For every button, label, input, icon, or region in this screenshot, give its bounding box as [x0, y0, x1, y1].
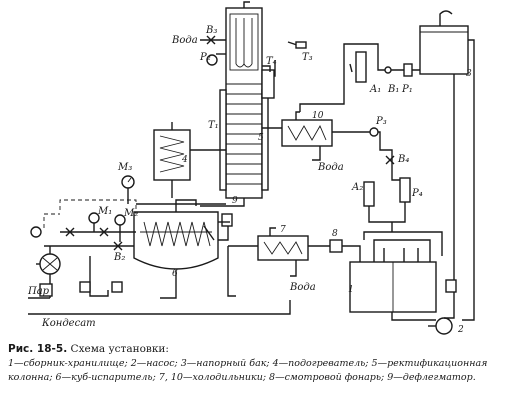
pump [428, 279, 457, 335]
label-voda-cooler7: Вода [289, 282, 316, 293]
sight-glass [329, 239, 343, 253]
caption-fig-number: Рис. 18-5. [8, 343, 68, 355]
label-4: 4 [181, 155, 188, 165]
label-9: 9 [232, 196, 238, 206]
label-p2: P₂ [199, 52, 211, 63]
diagram-labels: Вода Вода Вода Пар Кондесат B₃ P₂ T₃ T₄ … [27, 25, 472, 335]
label-voda-cooler10: Вода [317, 162, 344, 173]
rectification-column [200, 1, 269, 207]
label-t3: T₃ [302, 52, 313, 63]
caption-title: Рис. 18-5. Схема установки: [8, 342, 514, 356]
label-b3: B₃ [205, 25, 217, 36]
pressure-line [453, 59, 462, 280]
cooler-10 [262, 111, 360, 161]
distillate-line [360, 127, 411, 232]
label-p4: P₄ [411, 188, 423, 199]
label-t4: T₄ [266, 56, 277, 67]
label-a1: A₁ [369, 84, 381, 95]
label-1: 1 [348, 285, 354, 295]
label-b4: B₄ [397, 154, 409, 165]
label-voda-top: Вода [171, 35, 198, 46]
label-m2: M₂ [123, 208, 138, 219]
installation-scheme-diagram: Вода Вода Вода Пар Кондесат B₃ P₂ T₃ T₄ … [27, 1, 475, 335]
still-evaporator [133, 199, 233, 278]
label-m3: M₃ [117, 162, 132, 173]
steam-trap [28, 246, 123, 299]
water-inlet-line [200, 35, 276, 99]
label-par: Пар [27, 286, 50, 297]
head-tank [400, 10, 469, 75]
steam-piping [30, 199, 137, 251]
label-p3: P₃ [375, 116, 387, 127]
label-5: 5 [258, 133, 264, 143]
label-b1: B₁ [387, 84, 399, 95]
label-a2: A₂ [351, 182, 363, 193]
label-8: 8 [332, 229, 338, 239]
thermometer-t3 [287, 41, 307, 49]
label-m1: M₁ [97, 206, 112, 217]
caption-title-text: Схема установки: [70, 343, 169, 355]
feed-line [299, 43, 413, 112]
caption-legend: 1—сборник-хранилище; 2—насос; 3—напорный… [8, 358, 488, 383]
label-3: 3 [466, 69, 472, 79]
label-p1: P₁ [401, 84, 413, 95]
label-6: 6 [172, 269, 178, 279]
label-2: 2 [457, 325, 464, 335]
label-b2: B₂ [113, 252, 125, 263]
label-t1: T₁ [208, 120, 219, 131]
manometer-m3 [121, 175, 135, 204]
label-10: 10 [312, 111, 324, 121]
condensate-line [28, 300, 291, 315]
label-7: 7 [280, 225, 286, 235]
cooler-7 [227, 227, 330, 297]
heater [153, 122, 226, 198]
label-kondensat: Кондесат [41, 318, 96, 329]
storage-collector [349, 231, 443, 321]
figure-caption: Рис. 18-5. Схема установки: 1—сборник-хр… [8, 342, 514, 384]
